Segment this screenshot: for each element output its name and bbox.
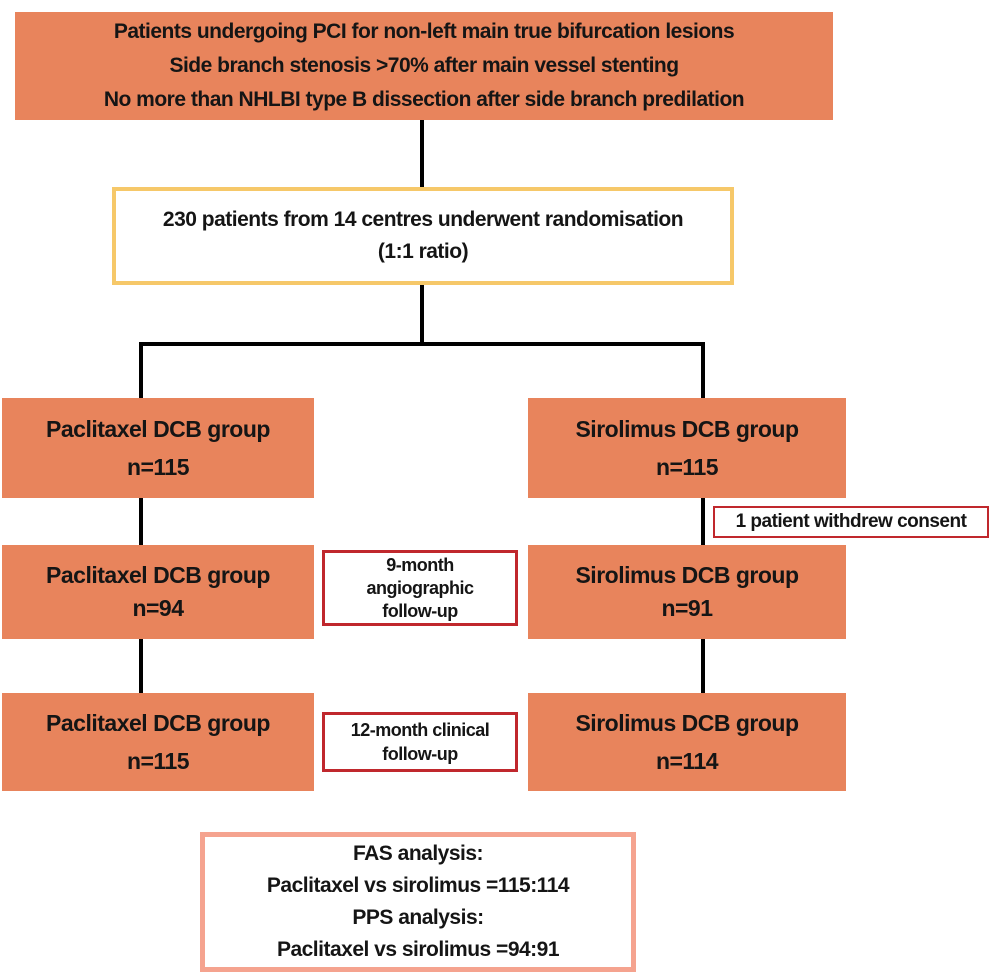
connector-right-row1-row2 xyxy=(701,498,705,545)
eligibility-box: Patients undergoing PCI for non-left mai… xyxy=(15,12,833,120)
followup-12month-line-2: follow-up xyxy=(382,744,458,764)
sirolimus-row3-box: Sirolimus DCB group n=114 xyxy=(528,693,846,791)
followup-12month-box: 12-month clinical follow-up xyxy=(322,712,518,772)
paclitaxel-row3-box: Paclitaxel DCB group n=115 xyxy=(2,693,314,791)
eligibility-line-3: No more than NHLBI type B dissection aft… xyxy=(103,88,745,111)
randomisation-box: 230 patients from 14 centres underwent r… xyxy=(112,187,734,285)
followup-12month-line-1: 12-month clinical xyxy=(350,720,490,740)
connector-left-row2-row3 xyxy=(139,639,143,693)
analysis-line-2: Paclitaxel vs sirolimus =115:114 xyxy=(266,874,570,897)
connector-right-branch-drop xyxy=(701,342,705,398)
eligibility-line-2: Side branch stenosis >70% after main ves… xyxy=(169,54,679,77)
paclitaxel-row2-title: Paclitaxel DCB group xyxy=(46,562,270,588)
followup-9month-box: 9-month angiographic follow-up xyxy=(322,550,518,626)
paclitaxel-row1-title: Paclitaxel DCB group xyxy=(46,416,270,442)
withdrawal-note-box: 1 patient withdrew consent xyxy=(713,506,989,538)
analysis-line-1: FAS analysis: xyxy=(352,842,484,865)
paclitaxel-row3-n: n=115 xyxy=(126,748,190,774)
sirolimus-row2-box: Sirolimus DCB group n=91 xyxy=(528,545,846,639)
paclitaxel-row2-box: Paclitaxel DCB group n=94 xyxy=(2,545,314,639)
connector-top-vertical xyxy=(420,120,424,187)
sirolimus-row3-n: n=114 xyxy=(655,748,719,774)
followup-9month-line-3: follow-up xyxy=(382,600,458,621)
sirolimus-row3-title: Sirolimus DCB group xyxy=(575,710,799,736)
withdrawal-note-text: 1 patient withdrew consent xyxy=(735,511,967,532)
randomisation-line-1: 230 patients from 14 centres underwent r… xyxy=(162,208,684,231)
analysis-line-4: Paclitaxel vs sirolimus =94:91 xyxy=(276,938,560,961)
branch-horizontal-line xyxy=(139,342,705,346)
followup-9month-line-2: angiographic xyxy=(366,577,474,598)
sirolimus-row2-title: Sirolimus DCB group xyxy=(575,562,799,588)
sirolimus-row2-n: n=91 xyxy=(661,595,713,621)
analysis-line-3: PPS analysis: xyxy=(352,906,484,929)
sirolimus-row1-box: Sirolimus DCB group n=115 xyxy=(528,398,846,498)
connector-randomisation-vertical xyxy=(420,285,424,342)
connector-left-branch-drop xyxy=(139,342,143,398)
connector-left-row1-row2 xyxy=(139,498,143,545)
paclitaxel-row2-n: n=94 xyxy=(132,595,184,621)
paclitaxel-row3-title: Paclitaxel DCB group xyxy=(46,710,270,736)
sirolimus-row1-title: Sirolimus DCB group xyxy=(575,416,799,442)
paclitaxel-row1-n: n=115 xyxy=(126,454,190,480)
eligibility-line-1: Patients undergoing PCI for non-left mai… xyxy=(113,20,735,43)
randomisation-line-2: (1:1 ratio) xyxy=(377,240,469,263)
followup-9month-line-1: 9-month xyxy=(386,554,454,575)
analysis-box: FAS analysis: Paclitaxel vs sirolimus =1… xyxy=(200,832,636,972)
sirolimus-row1-n: n=115 xyxy=(655,454,719,480)
paclitaxel-row1-box: Paclitaxel DCB group n=115 xyxy=(2,398,314,498)
connector-right-row2-row3 xyxy=(701,639,705,693)
